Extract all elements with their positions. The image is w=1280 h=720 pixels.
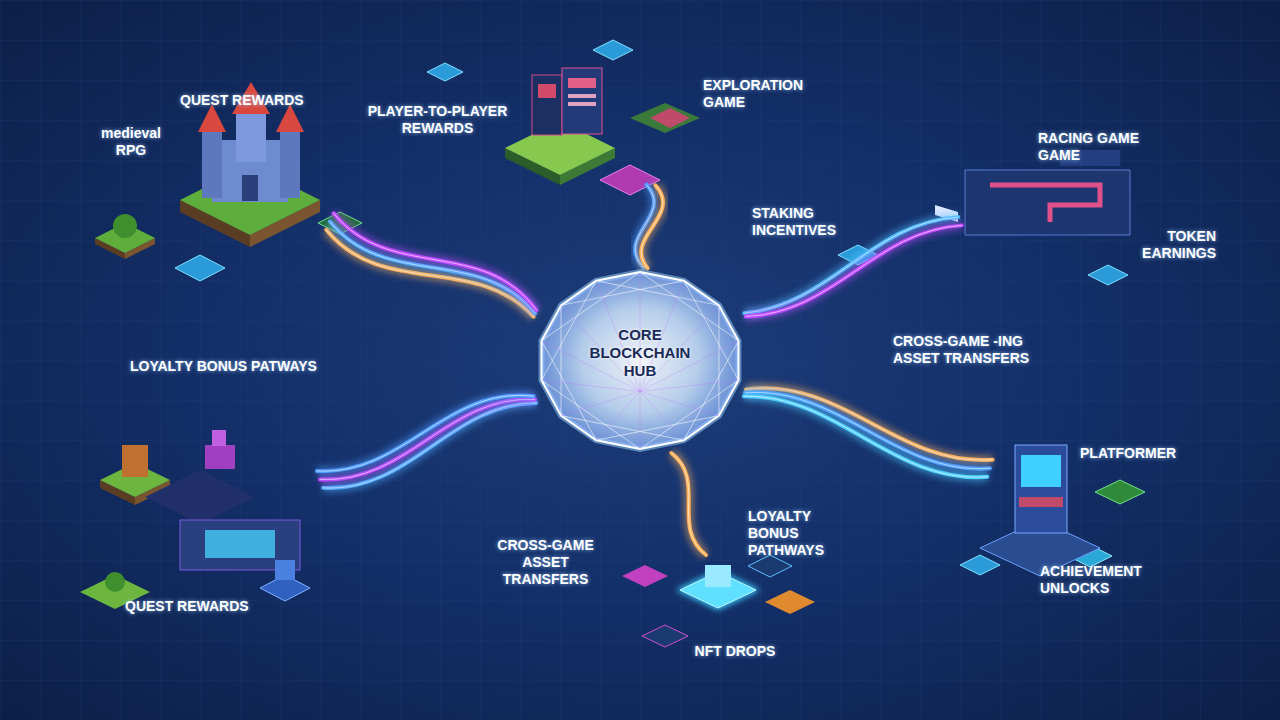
flow-line	[334, 213, 537, 310]
flow-line	[746, 225, 962, 316]
flow-connector	[671, 453, 706, 555]
flow-connector	[744, 388, 993, 477]
tree-tile	[95, 214, 155, 259]
flow-label: ACHIEVEMENT UNLOCKS	[1040, 563, 1158, 597]
flow-glow	[744, 396, 987, 477]
flow-glow	[317, 395, 534, 471]
flow-line	[317, 395, 534, 471]
game-node: PLATFORMER	[990, 415, 1180, 580]
game-title: NFT DROPS	[680, 643, 790, 660]
flow-glow	[334, 213, 537, 310]
flow-highlight	[671, 453, 706, 555]
flow-label: TOKEN EARNINGS	[1128, 228, 1216, 262]
flow-highlight	[744, 396, 987, 477]
hub-node: CORE BLOCKCHAIN HUB	[535, 268, 745, 453]
flow-label: QUEST REWARDS	[180, 92, 320, 109]
game-node: EXPLORATION GAME	[505, 55, 805, 185]
hub-title: CORE BLOCKCHAIN HUB	[580, 326, 700, 380]
flow-label: PLAYER-TO-PLAYER REWARDS	[350, 103, 525, 137]
flow-line	[671, 453, 706, 555]
flow-highlight	[317, 395, 534, 471]
flow-label: LOYALTY BONUS PATHWAYS	[748, 508, 863, 559]
flow-label: CROSS-GAME -ING ASSET TRANSFERS	[893, 333, 1071, 367]
game-title: RACING GAME GAME	[1038, 130, 1150, 164]
game-node: RACING GAME GAME	[960, 122, 1145, 240]
castle-tile	[180, 82, 320, 247]
flow-highlight	[746, 225, 962, 316]
arcade-tile	[980, 445, 1100, 576]
game-title: QUEST REWARDS	[125, 598, 275, 615]
game-node: medieval RPG	[100, 95, 330, 245]
flow-connector	[635, 185, 663, 268]
flow-label: CROSS-GAME ASSET TRANSFERS	[478, 537, 613, 588]
exploration-tile	[505, 68, 700, 195]
game-node: NFT DROPS	[640, 555, 810, 667]
racing-tile	[935, 150, 1130, 235]
game-title: medieval RPG	[100, 125, 162, 159]
flow-highlight	[334, 213, 537, 310]
flow-glow	[641, 185, 663, 268]
flow-connector	[317, 395, 536, 488]
flow-glow	[671, 453, 706, 555]
flow-line	[744, 396, 987, 477]
nft-tile	[622, 555, 815, 647]
flow-highlight	[641, 185, 663, 268]
game-node: QUEST REWARDS	[80, 428, 320, 620]
game-title: EXPLORATION GAME	[703, 77, 813, 111]
flow-glow	[746, 225, 962, 316]
glow-cube	[175, 40, 1145, 575]
quest-tiles	[80, 430, 310, 609]
flow-label: STAKING INCENTIVES	[752, 205, 847, 239]
flow-label: LOYALTY BONUS PATWAYS	[130, 358, 360, 375]
flow-line	[641, 185, 663, 268]
game-title: PLATFORMER	[1080, 445, 1180, 462]
flow-connector	[326, 213, 536, 316]
